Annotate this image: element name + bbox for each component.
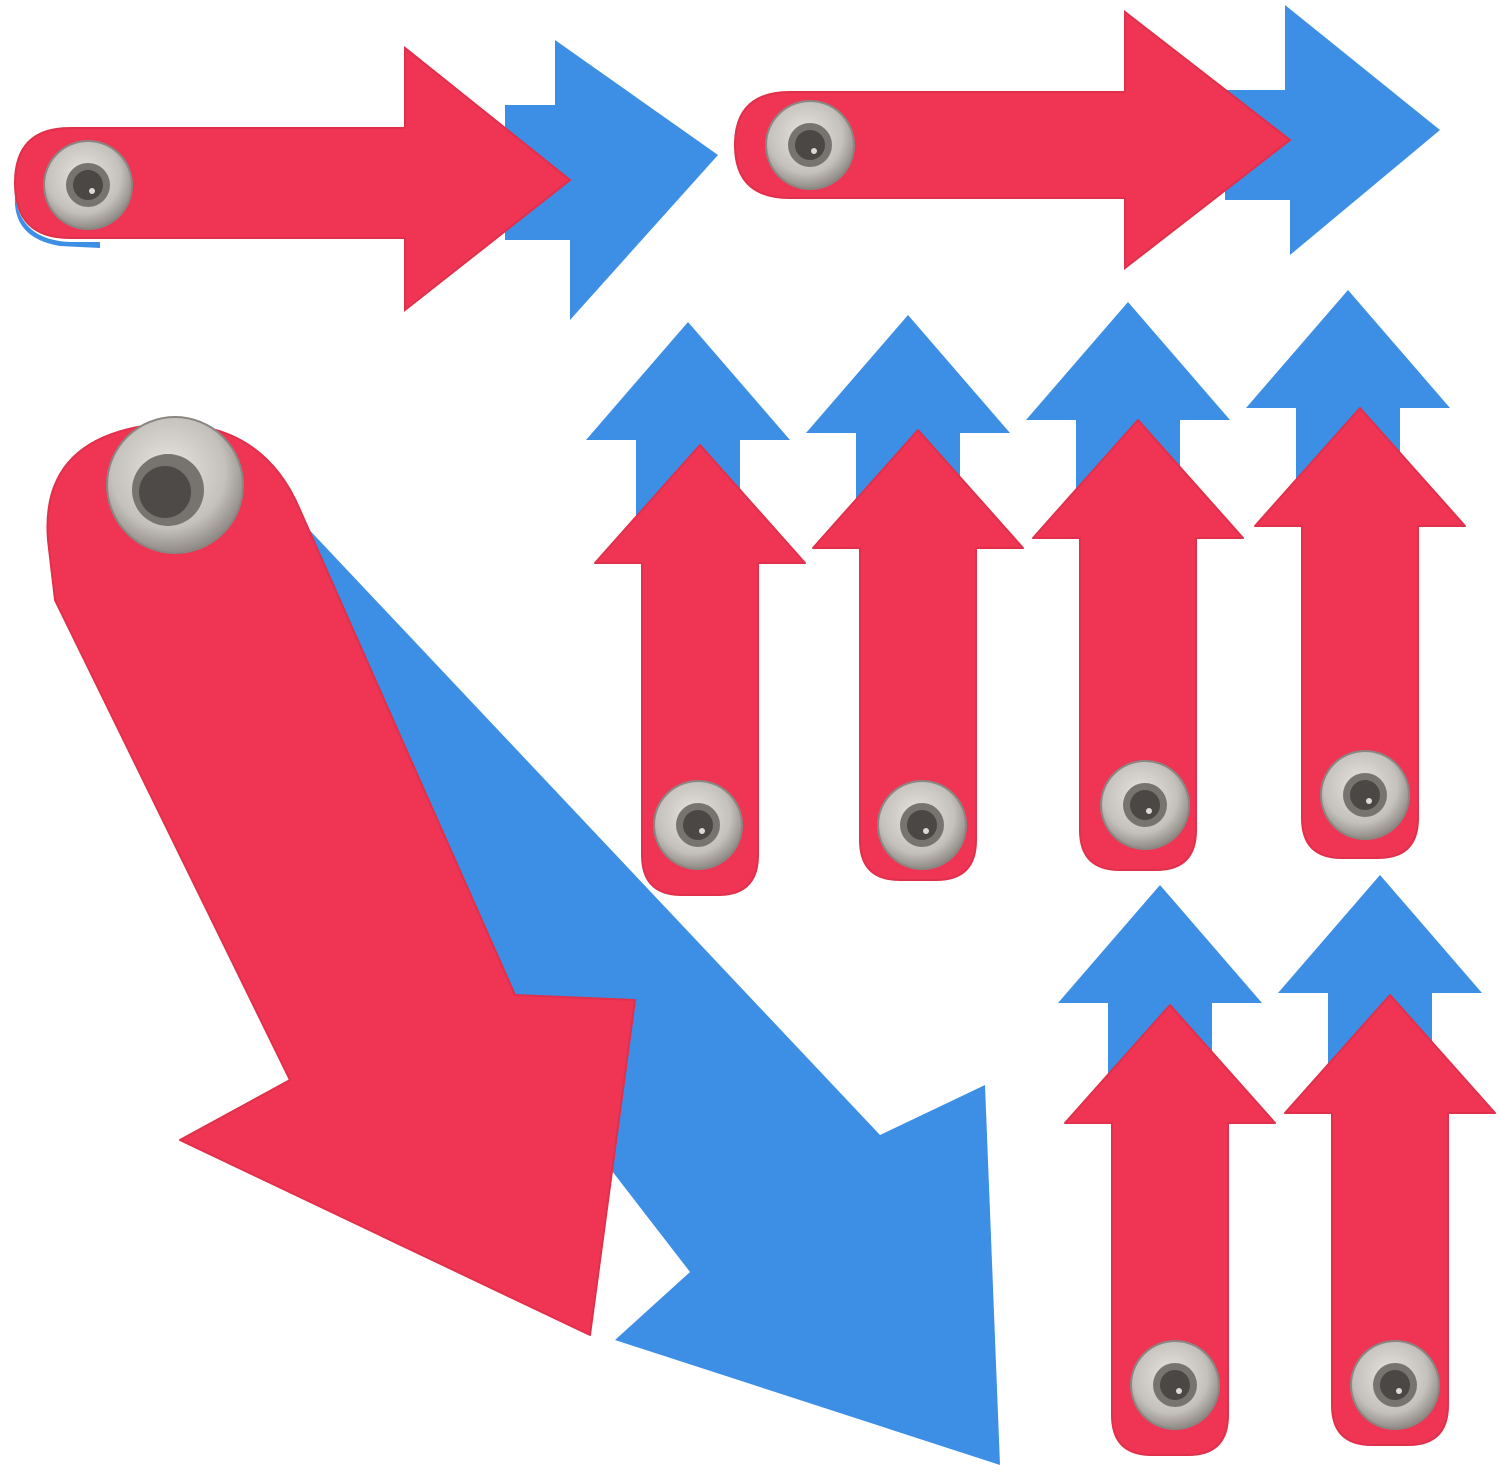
spinner-small-4: [1246, 290, 1466, 859]
spinner-small-6: [1278, 875, 1496, 1446]
spinner-small-1: [586, 322, 806, 896]
spinner-top-left: [13, 40, 718, 320]
spinner-top-right: [733, 5, 1440, 271]
spinner-small-3: [1026, 302, 1244, 871]
spinner-large-diagonal: [46, 416, 1000, 1465]
spinner-small-2: [806, 315, 1024, 881]
spinner-small-5: [1058, 885, 1276, 1456]
